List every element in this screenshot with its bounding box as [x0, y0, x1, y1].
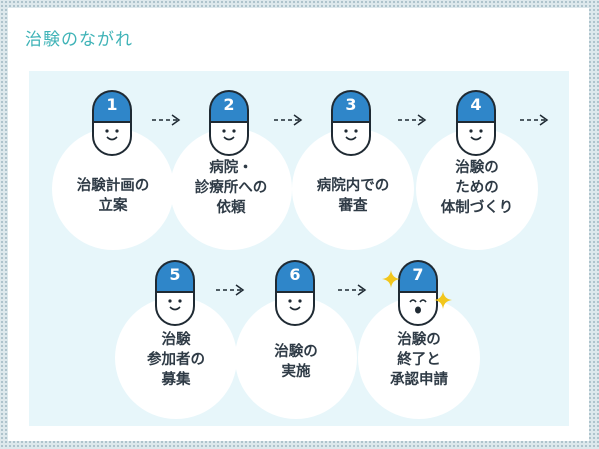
- step-4-number: 4: [470, 95, 482, 114]
- step-1-number: 1: [106, 95, 118, 114]
- arrow-right-icon: [520, 114, 549, 126]
- step-5-number: 5: [169, 265, 181, 284]
- step-6-label: 治験の 実施: [274, 344, 318, 380]
- arrow-right-icon: [152, 114, 181, 126]
- sparkle-icon: [382, 270, 400, 288]
- step-1-label: 治験計画の 立案: [76, 178, 150, 214]
- arrow-right-icon: [274, 114, 303, 126]
- smile-face-icon: [168, 299, 182, 311]
- sparkle-icon: [434, 291, 452, 309]
- step-4-label: 治験の ための 体制づくり: [440, 160, 514, 216]
- smile-face-icon: [105, 129, 119, 141]
- capsule-icon: 2: [209, 90, 249, 156]
- step-2-number: 2: [223, 95, 235, 114]
- step-3-number: 3: [345, 95, 357, 114]
- smile-face-icon: [344, 129, 358, 141]
- capsule-icon: 5: [155, 260, 195, 326]
- capsule-icon: 4: [456, 90, 496, 156]
- step-7-label: 治験の 終了と 承認申請: [390, 332, 448, 388]
- capsule-icon: 7: [398, 260, 438, 326]
- step-7-number: 7: [412, 265, 424, 284]
- smile-face-icon: [288, 299, 302, 311]
- arrow-right-icon: [216, 284, 245, 296]
- page-title: 治験のながれ: [25, 30, 133, 50]
- arrow-right-icon: [338, 284, 367, 296]
- step-2-label: 病院・ 診療所への 依頼: [194, 160, 268, 216]
- capsule-icon: 6: [275, 260, 315, 326]
- step-3-label: 病院内での 審査: [316, 178, 390, 214]
- capsule-icon: 1: [92, 90, 132, 156]
- step-6-number: 6: [289, 265, 301, 284]
- arrow-right-icon: [398, 114, 427, 126]
- smile-face-icon: [222, 129, 236, 141]
- happy-face-icon: [409, 299, 427, 314]
- smile-face-icon: [469, 129, 483, 141]
- step-5-label: 治験 参加者の 募集: [147, 332, 205, 388]
- capsule-icon: 3: [331, 90, 371, 156]
